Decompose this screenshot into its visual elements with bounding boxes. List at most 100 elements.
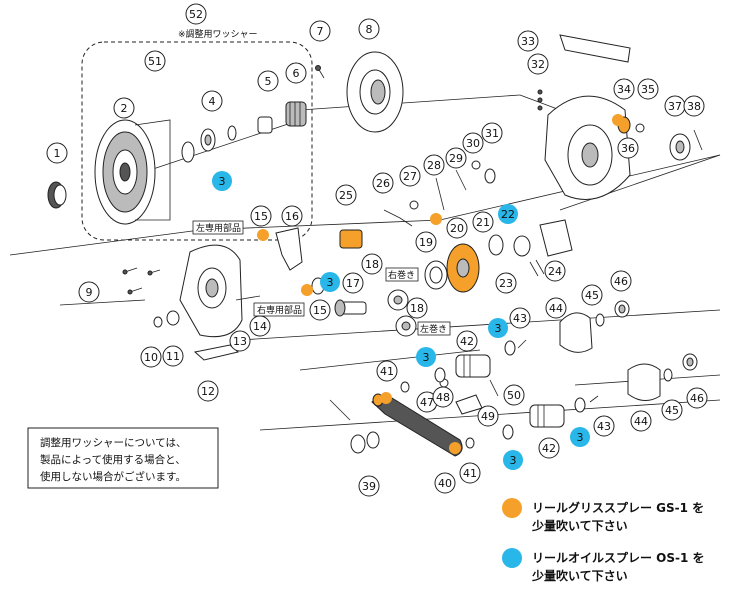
- callout-circle: [445, 147, 467, 169]
- callout-circle: [423, 154, 445, 176]
- callout-p11: 11: [162, 345, 184, 367]
- callout-p15b: 15: [309, 299, 331, 321]
- right-only-parts-label: 右専用部品: [253, 302, 305, 317]
- callout-p35: 35: [637, 78, 659, 100]
- part-number-p29: 29: [449, 152, 463, 165]
- callout-p37: 37: [664, 95, 686, 117]
- callout-circle: [570, 427, 590, 447]
- callout-p17: 17: [342, 272, 364, 294]
- callout-p26: 26: [372, 172, 394, 194]
- svg-text:右巻き: 右巻き: [388, 269, 415, 281]
- callout-p4: 4: [201, 90, 223, 112]
- callout-circle: [250, 205, 272, 227]
- part-28-drawing: [435, 177, 445, 211]
- part-26-drawing: [383, 209, 413, 227]
- part-49-drawing: [455, 394, 483, 415]
- callout-circle: [545, 297, 567, 319]
- part-number-p3f: 3: [510, 454, 517, 467]
- callout-p41a: 41: [376, 360, 398, 382]
- grease-legend-line-1: リールグリススプレー GS-1 を: [532, 500, 704, 515]
- callout-circle: [495, 272, 517, 294]
- right-wind-label: 右巻き: [385, 267, 419, 282]
- callout-circle: [498, 204, 518, 224]
- part-number-p21: 21: [476, 216, 490, 229]
- callout-p20: 20: [446, 217, 468, 239]
- left-wind-label: 左巻き: [417, 321, 451, 336]
- callout-circle: [162, 345, 184, 367]
- part-42b-drawing: [529, 404, 565, 428]
- callout-p25: 25: [335, 184, 357, 206]
- part-22-drawing: [513, 235, 531, 257]
- part-17-drawing: [334, 299, 367, 317]
- washer-note-box: 調整用ワッシャーについては、 製品によって使用する場合と、 使用しない場合がござ…: [27, 427, 219, 489]
- callout-p19: 19: [415, 231, 437, 253]
- lower-bearing-b-drawing: [504, 340, 516, 356]
- part-number-p38: 38: [687, 100, 701, 113]
- callout-circle: [285, 62, 307, 84]
- callout-p7: 7: [309, 20, 331, 42]
- part-52-drawing: [227, 125, 237, 141]
- callout-circle: [527, 53, 549, 75]
- part-30-drawing: [471, 160, 481, 170]
- callout-p43b: 43: [593, 415, 615, 437]
- part-29-drawing: [455, 169, 467, 191]
- callout-circle: [281, 205, 303, 227]
- callout-p22: 22: [498, 204, 518, 224]
- part-38-drawing: [693, 129, 703, 151]
- part-44a-drawing: [559, 312, 593, 353]
- callout-p3f: 3: [503, 450, 523, 470]
- part-number-p27: 27: [403, 170, 417, 183]
- callout-p29: 29: [445, 147, 467, 169]
- callout-p3d: 3: [416, 347, 436, 367]
- part-number-p37: 37: [668, 100, 682, 113]
- part-number-p9: 9: [86, 286, 93, 299]
- part-number-p52: 52: [189, 8, 203, 21]
- callout-circle: [477, 405, 499, 427]
- part-number-p32: 32: [531, 58, 545, 71]
- part-45a-drawing: [595, 313, 605, 327]
- callout-p16: 16: [281, 205, 303, 227]
- part-1-drawing: [47, 181, 67, 209]
- callout-p44a: 44: [545, 297, 567, 319]
- callout-circle: [113, 97, 135, 119]
- part-4-drawing: [200, 128, 216, 152]
- callout-p49: 49: [477, 405, 499, 427]
- spool-bearing-drawing: [181, 141, 195, 163]
- callout-circle: [462, 132, 484, 154]
- part-number-p49: 49: [481, 410, 495, 423]
- part-46a-drawing: [614, 300, 630, 318]
- spool-group-boundary: [81, 41, 313, 241]
- callout-p2: 2: [113, 97, 135, 119]
- callout-circle: [683, 95, 705, 117]
- callout-p21: 21: [472, 211, 494, 233]
- callout-circle: [544, 260, 566, 282]
- callout-p12: 12: [197, 380, 219, 402]
- part-16-drawing: [275, 227, 303, 271]
- left-only-parts-label: 左専用部品: [192, 220, 244, 235]
- callout-circle: [358, 475, 380, 497]
- part-5-drawing: [257, 116, 273, 134]
- callout-p42a: 42: [456, 330, 478, 352]
- part-23-drawing: [529, 259, 545, 277]
- part-39-drawing: [350, 431, 380, 454]
- part-number-p3d: 3: [423, 351, 430, 364]
- part-number-p4: 4: [209, 95, 216, 108]
- part-41a-drawing: [400, 381, 410, 393]
- part-32-drawing: [537, 89, 543, 111]
- part-number-p46a: 46: [614, 275, 628, 288]
- callout-circle: [46, 142, 68, 164]
- callout-circle: [212, 171, 232, 191]
- callout-circle: [613, 78, 635, 100]
- part-6-drawing: [285, 101, 307, 127]
- part-42a-drawing: [455, 354, 491, 378]
- part-number-p16: 16: [285, 210, 299, 223]
- callout-circle: [376, 360, 398, 382]
- part-number-p10: 10: [144, 351, 158, 364]
- part-number-p6: 6: [293, 67, 300, 80]
- note-line-1: 調整用ワッシャーについては、: [40, 436, 186, 449]
- callout-circle: [140, 346, 162, 368]
- callout-circle: [372, 172, 394, 194]
- part-number-p15a: 15: [254, 210, 268, 223]
- part-number-p41b: 41: [463, 467, 477, 480]
